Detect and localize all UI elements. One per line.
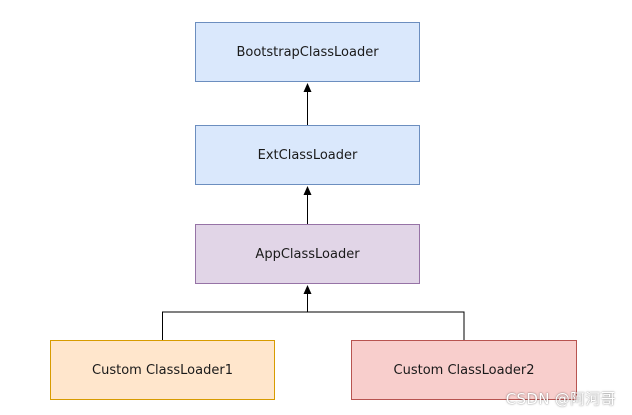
node-bootstrap-classloader: BootstrapClassLoader [195,22,420,82]
arrowhead-app [303,285,312,294]
watermark: CSDN @阿河哥 [505,390,616,408]
edge-app-to-ext [303,186,312,224]
edge-custom2-to-app [303,285,465,340]
node-label: BootstrapClassLoader [236,44,379,60]
node-ext-classloader: ExtClassLoader [195,125,420,185]
node-label: ExtClassLoader [257,147,358,163]
edge-ext-to-bootstrap [303,83,312,125]
node-label: Custom ClassLoader1 [92,362,233,378]
node-custom-classloader2: Custom ClassLoader2 [351,340,577,400]
node-label: Custom ClassLoader2 [393,362,535,378]
node-custom-classloader1: Custom ClassLoader1 [50,340,275,400]
edge-custom1-to-app [162,293,308,340]
node-label: AppClassLoader [255,246,360,262]
node-app-classloader: AppClassLoader [195,224,420,284]
